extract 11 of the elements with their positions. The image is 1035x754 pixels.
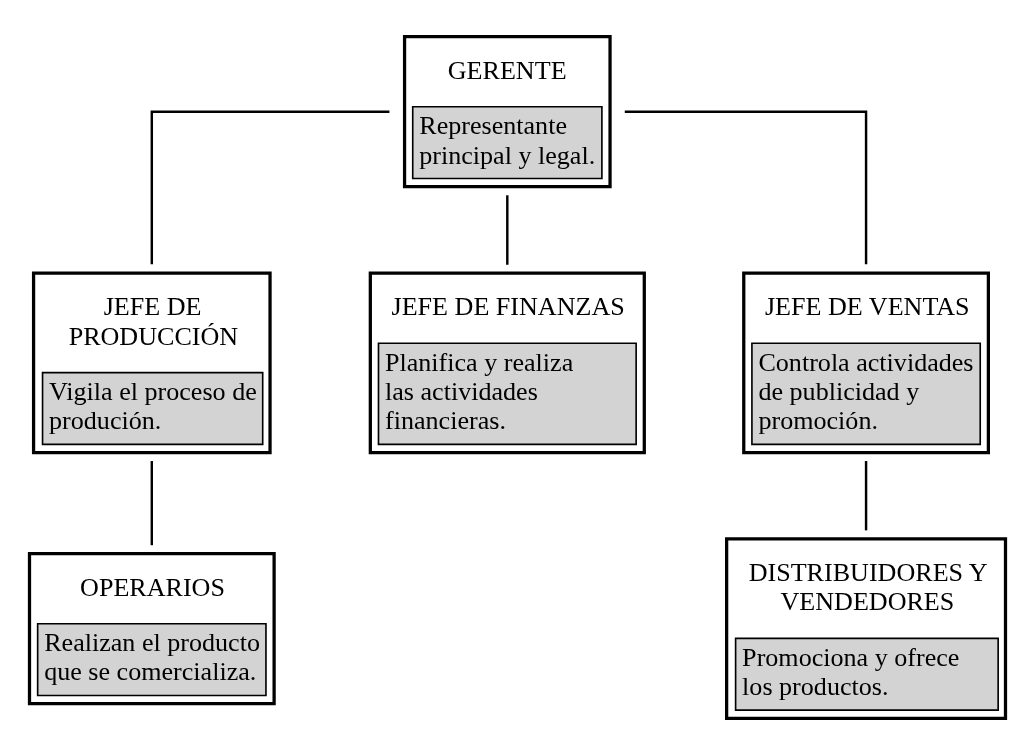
connector [864, 460, 868, 530]
connector [506, 194, 509, 265]
node-box: GERENTE Representante principal y legal. [402, 34, 612, 188]
node-box: JEFE DE PRODUCCIÓN Vigila el proceso de produción. [31, 271, 272, 454]
connector [150, 109, 390, 264]
node-box: JEFE DE FINANZAS Planifica y realiza las actividades financieras. [368, 271, 646, 454]
node-box: DISTRIBUIDORES Y VENDEDORES Promociona y ofrece los productos. [725, 536, 1008, 720]
node-box: OPERARIOS Realizan el producto que se comercializa. [27, 551, 276, 705]
connector [624, 109, 868, 264]
connector [150, 460, 154, 545]
node-box: JEFE DE VENTAS Controla actividades de publicidad y promoción. [742, 271, 990, 454]
